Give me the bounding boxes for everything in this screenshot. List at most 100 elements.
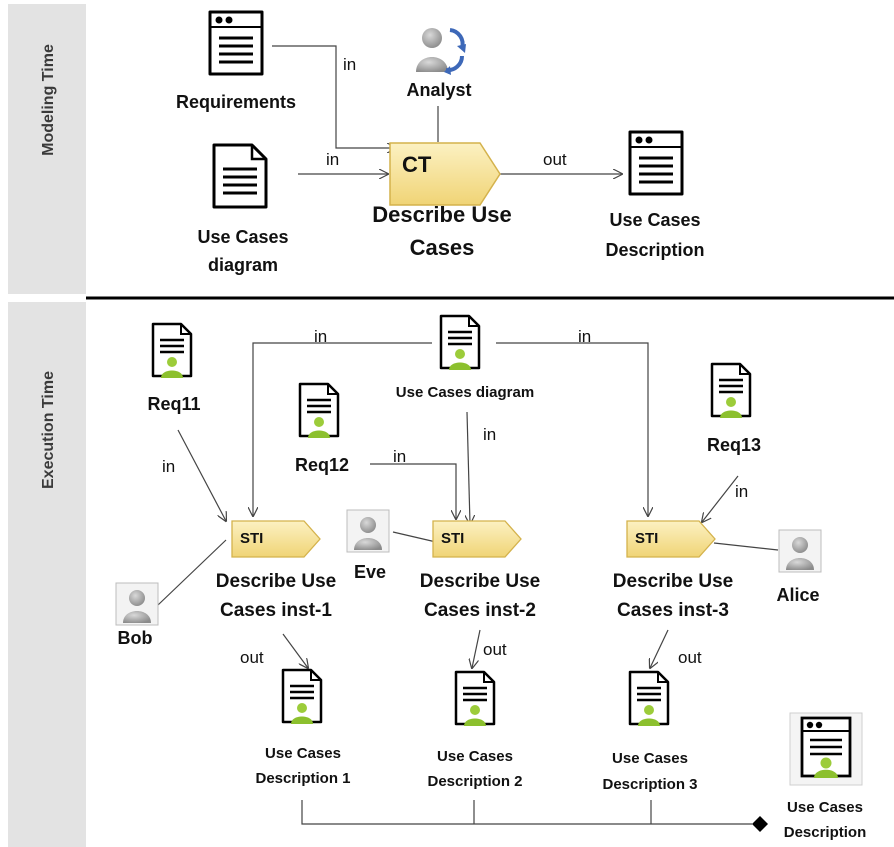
bob-person-icon — [115, 582, 159, 626]
task-ct-tag: CT — [402, 152, 432, 177]
req13-document-icon — [710, 362, 752, 420]
edge-aggregation — [301, 800, 752, 825]
req12-document-icon — [298, 382, 340, 440]
performer-bob: Bob — [115, 582, 159, 648]
output-description-2: Use Cases Description 2 — [427, 670, 523, 790]
output-2-label-line2: Description 2 — [427, 773, 522, 790]
exec-use-cases-diagram-document-icon — [439, 314, 481, 372]
aggregate-description-label-line2: Description — [784, 824, 867, 841]
edge-label-in-req11: in — [162, 457, 175, 476]
use-cases-diagram-label-line1: Use Cases — [197, 227, 288, 247]
req12-node: Req12 — [295, 382, 349, 475]
use-cases-diagram-document-icon — [212, 143, 268, 209]
task-instance-1-name-line2: Cases inst-1 — [220, 600, 332, 621]
use-cases-description-label-line2: Description — [605, 240, 704, 260]
task-instance-3-name-line1: Describe Use — [613, 571, 733, 592]
output-3-label-line2: Description 3 — [602, 776, 697, 793]
edge-label-in-req13: in — [735, 482, 748, 501]
band-label-modeling: Modeling Time — [40, 44, 57, 156]
output-2-document-icon — [454, 670, 496, 728]
req13-label: Req13 — [707, 435, 761, 455]
edge-requirements-to-task — [272, 45, 396, 148]
edge-inst2-to-output — [472, 629, 481, 668]
task-instance-1: STI Describe Use Cases inst-1 — [216, 520, 336, 621]
task-instance-2-name-line2: Cases inst-2 — [424, 600, 536, 621]
edge-ucdiagram-to-inst3 — [496, 342, 648, 516]
band-modeling-time: Modeling Time — [8, 4, 86, 294]
edge-label-in-left: in — [314, 327, 327, 346]
requirements-node: Requirements — [176, 10, 296, 112]
edge-label-in-center: in — [483, 425, 496, 444]
alice-label: Alice — [776, 585, 819, 605]
edge-label-in-right: in — [578, 327, 591, 346]
task-ct-shape — [389, 142, 501, 206]
output-description-1: Use Cases Description 1 — [255, 668, 351, 787]
eve-label: Eve — [354, 562, 386, 582]
exec-use-cases-diagram-node: Use Cases diagram — [396, 314, 534, 401]
alice-person-icon — [778, 529, 822, 573]
edge-ucdiagram-to-inst1 — [253, 342, 432, 516]
aggregate-description-document-icon — [800, 716, 852, 780]
edge-bob-to-inst1 — [157, 539, 227, 606]
req11-label: Req11 — [147, 394, 200, 414]
band-label-execution: Execution Time — [40, 371, 57, 489]
req12-label: Req12 — [295, 455, 349, 475]
aggregation-diamond — [752, 816, 768, 832]
eve-person-icon — [346, 509, 390, 553]
req11-node: Req11 — [147, 322, 201, 414]
edge-eve-to-inst2 — [392, 531, 437, 543]
output-1-document-icon — [281, 668, 323, 726]
output-1-label-line2: Description 1 — [255, 770, 350, 787]
edge-label-out: out — [543, 150, 567, 169]
task-instance-3: STI Describe Use Cases inst-3 — [613, 520, 733, 621]
exec-use-cases-diagram-label: Use Cases diagram — [396, 384, 534, 401]
performer-alice: Alice — [776, 529, 822, 605]
output-description-3: Use Cases Description 3 — [602, 670, 698, 793]
task-ct-name-line1: Describe Use — [372, 202, 511, 227]
edge-inst3-to-output — [650, 629, 669, 668]
bob-label: Bob — [118, 628, 153, 648]
task-ct-node: CT Describe Use Cases — [372, 142, 512, 260]
use-cases-description-label-line1: Use Cases — [609, 210, 700, 230]
edge-inst1-to-output — [282, 633, 308, 668]
band-execution-time: Execution Time — [8, 302, 86, 847]
task-instance-2: STI Describe Use Cases inst-2 — [420, 520, 540, 621]
output-1-label-line1: Use Cases — [265, 745, 341, 762]
requirements-document-icon — [208, 10, 264, 76]
task-instance-3-tag: STI — [635, 530, 658, 547]
task-instance-1-name-line1: Describe Use — [216, 571, 336, 592]
edge-label-out-2: out — [483, 640, 507, 659]
analyst-label: Analyst — [406, 80, 471, 100]
task-instance-1-tag: STI — [240, 530, 263, 547]
analyst-role-icon — [416, 28, 466, 75]
performer-eve: Eve — [346, 509, 390, 582]
output-3-document-icon — [628, 670, 670, 728]
use-cases-diagram-label-line2: diagram — [208, 255, 278, 275]
task-instance-3-name-line2: Cases inst-3 — [617, 600, 729, 621]
edge-alice-to-inst3 — [713, 542, 779, 551]
edge-label-in-req12: in — [393, 447, 406, 466]
task-ct-name-line2: Cases — [410, 235, 475, 260]
edge-label-out-1: out — [240, 648, 264, 667]
task-instance-2-tag: STI — [441, 530, 464, 547]
edge-label-in-ucdiagram: in — [326, 150, 339, 169]
requirements-label: Requirements — [176, 92, 296, 112]
edge-label-in-requirements: in — [343, 55, 356, 74]
edge-req11-to-inst1 — [177, 429, 226, 521]
edge-label-out-3: out — [678, 648, 702, 667]
edge-req12-to-inst2 — [370, 463, 456, 519]
task-instance-2-name-line1: Describe Use — [420, 571, 540, 592]
req13-node: Req13 — [707, 362, 761, 455]
modeling-edges: in in out — [272, 45, 622, 174]
use-cases-diagram-node: Use Cases diagram — [197, 143, 289, 275]
analyst-node: Analyst — [406, 28, 472, 100]
output-2-label-line1: Use Cases — [437, 748, 513, 765]
edge-req13-to-inst3 — [702, 475, 739, 522]
output-3-label-line1: Use Cases — [612, 750, 688, 767]
use-cases-description-document-icon — [628, 130, 684, 196]
edge-ucdiagram-to-inst2 — [467, 411, 470, 524]
execution-edges: in in in in in in out out out — [157, 327, 779, 832]
req11-document-icon — [151, 322, 193, 380]
aggregate-description-node: Use Cases Description — [784, 712, 867, 841]
